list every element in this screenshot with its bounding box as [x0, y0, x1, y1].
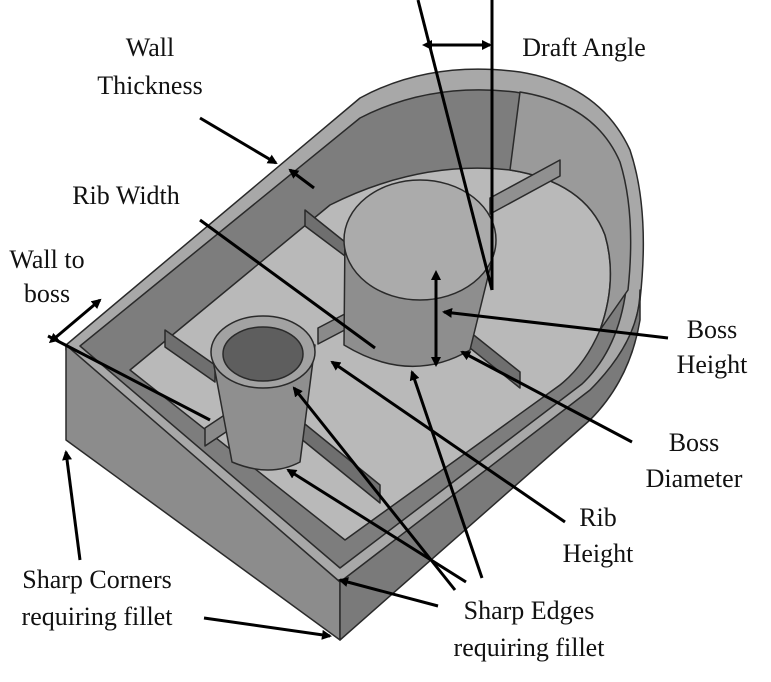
label-draft-angle: Draft Angle	[522, 33, 645, 62]
wall-thickness-arrow-2	[288, 168, 315, 190]
label-wall-thickness-2: Thickness	[97, 71, 202, 100]
label-sharp-corners-2: requiring fillet	[22, 602, 174, 631]
front-right-wall	[339, 289, 641, 641]
label-sharp-edges-1: Sharp Edges	[464, 596, 595, 625]
small-boss-hole	[222, 326, 304, 382]
label-wall-to-boss-1: Wall to	[9, 245, 84, 274]
label-wall-to-boss-2: boss	[24, 279, 70, 308]
rib-width-pointer	[199, 218, 376, 350]
label-sharp-corners-1: Sharp Corners	[22, 565, 171, 594]
rib-height-pointer	[330, 360, 566, 524]
large-boss-top	[343, 179, 497, 301]
molded-part	[65, 68, 645, 641]
boss-diameter-pointer	[460, 350, 633, 444]
sharp-edges-arrow-2	[286, 468, 467, 584]
label-rib-width: Rib Width	[72, 181, 180, 210]
boss-height-pointer	[442, 307, 669, 340]
sharp-corners-arrow-1	[62, 450, 82, 561]
rib-upper-right	[489, 159, 561, 215]
label-boss-diameter-2: Diameter	[646, 464, 743, 493]
label-wall-thickness-1: Wall	[126, 33, 174, 62]
sharp-edges-arrow-4	[338, 577, 439, 608]
label-boss-diameter-1: Boss	[669, 428, 720, 457]
sharp-corners-arrow-2	[203, 616, 332, 640]
wall-to-boss-arrow	[48, 298, 102, 344]
label-rib-height-1: Rib	[579, 503, 617, 532]
sharp-edges-arrow-1	[292, 386, 457, 591]
curved-inner-wall	[509, 91, 632, 331]
wall-thickness-arrow	[199, 116, 278, 165]
wall-to-boss-pointer	[47, 334, 211, 422]
annotations	[47, 0, 669, 640]
label-boss-height-1: Boss	[687, 315, 738, 344]
label-rib-height-2: Height	[563, 539, 635, 568]
label-boss-height-2: Height	[677, 350, 749, 379]
sharp-edges-arrow-3	[409, 370, 484, 579]
labels: Wall Thickness Draft Angle Rib Width Wal…	[9, 33, 748, 662]
label-sharp-edges-2: requiring fillet	[454, 633, 606, 662]
rib-small-left	[164, 329, 216, 383]
